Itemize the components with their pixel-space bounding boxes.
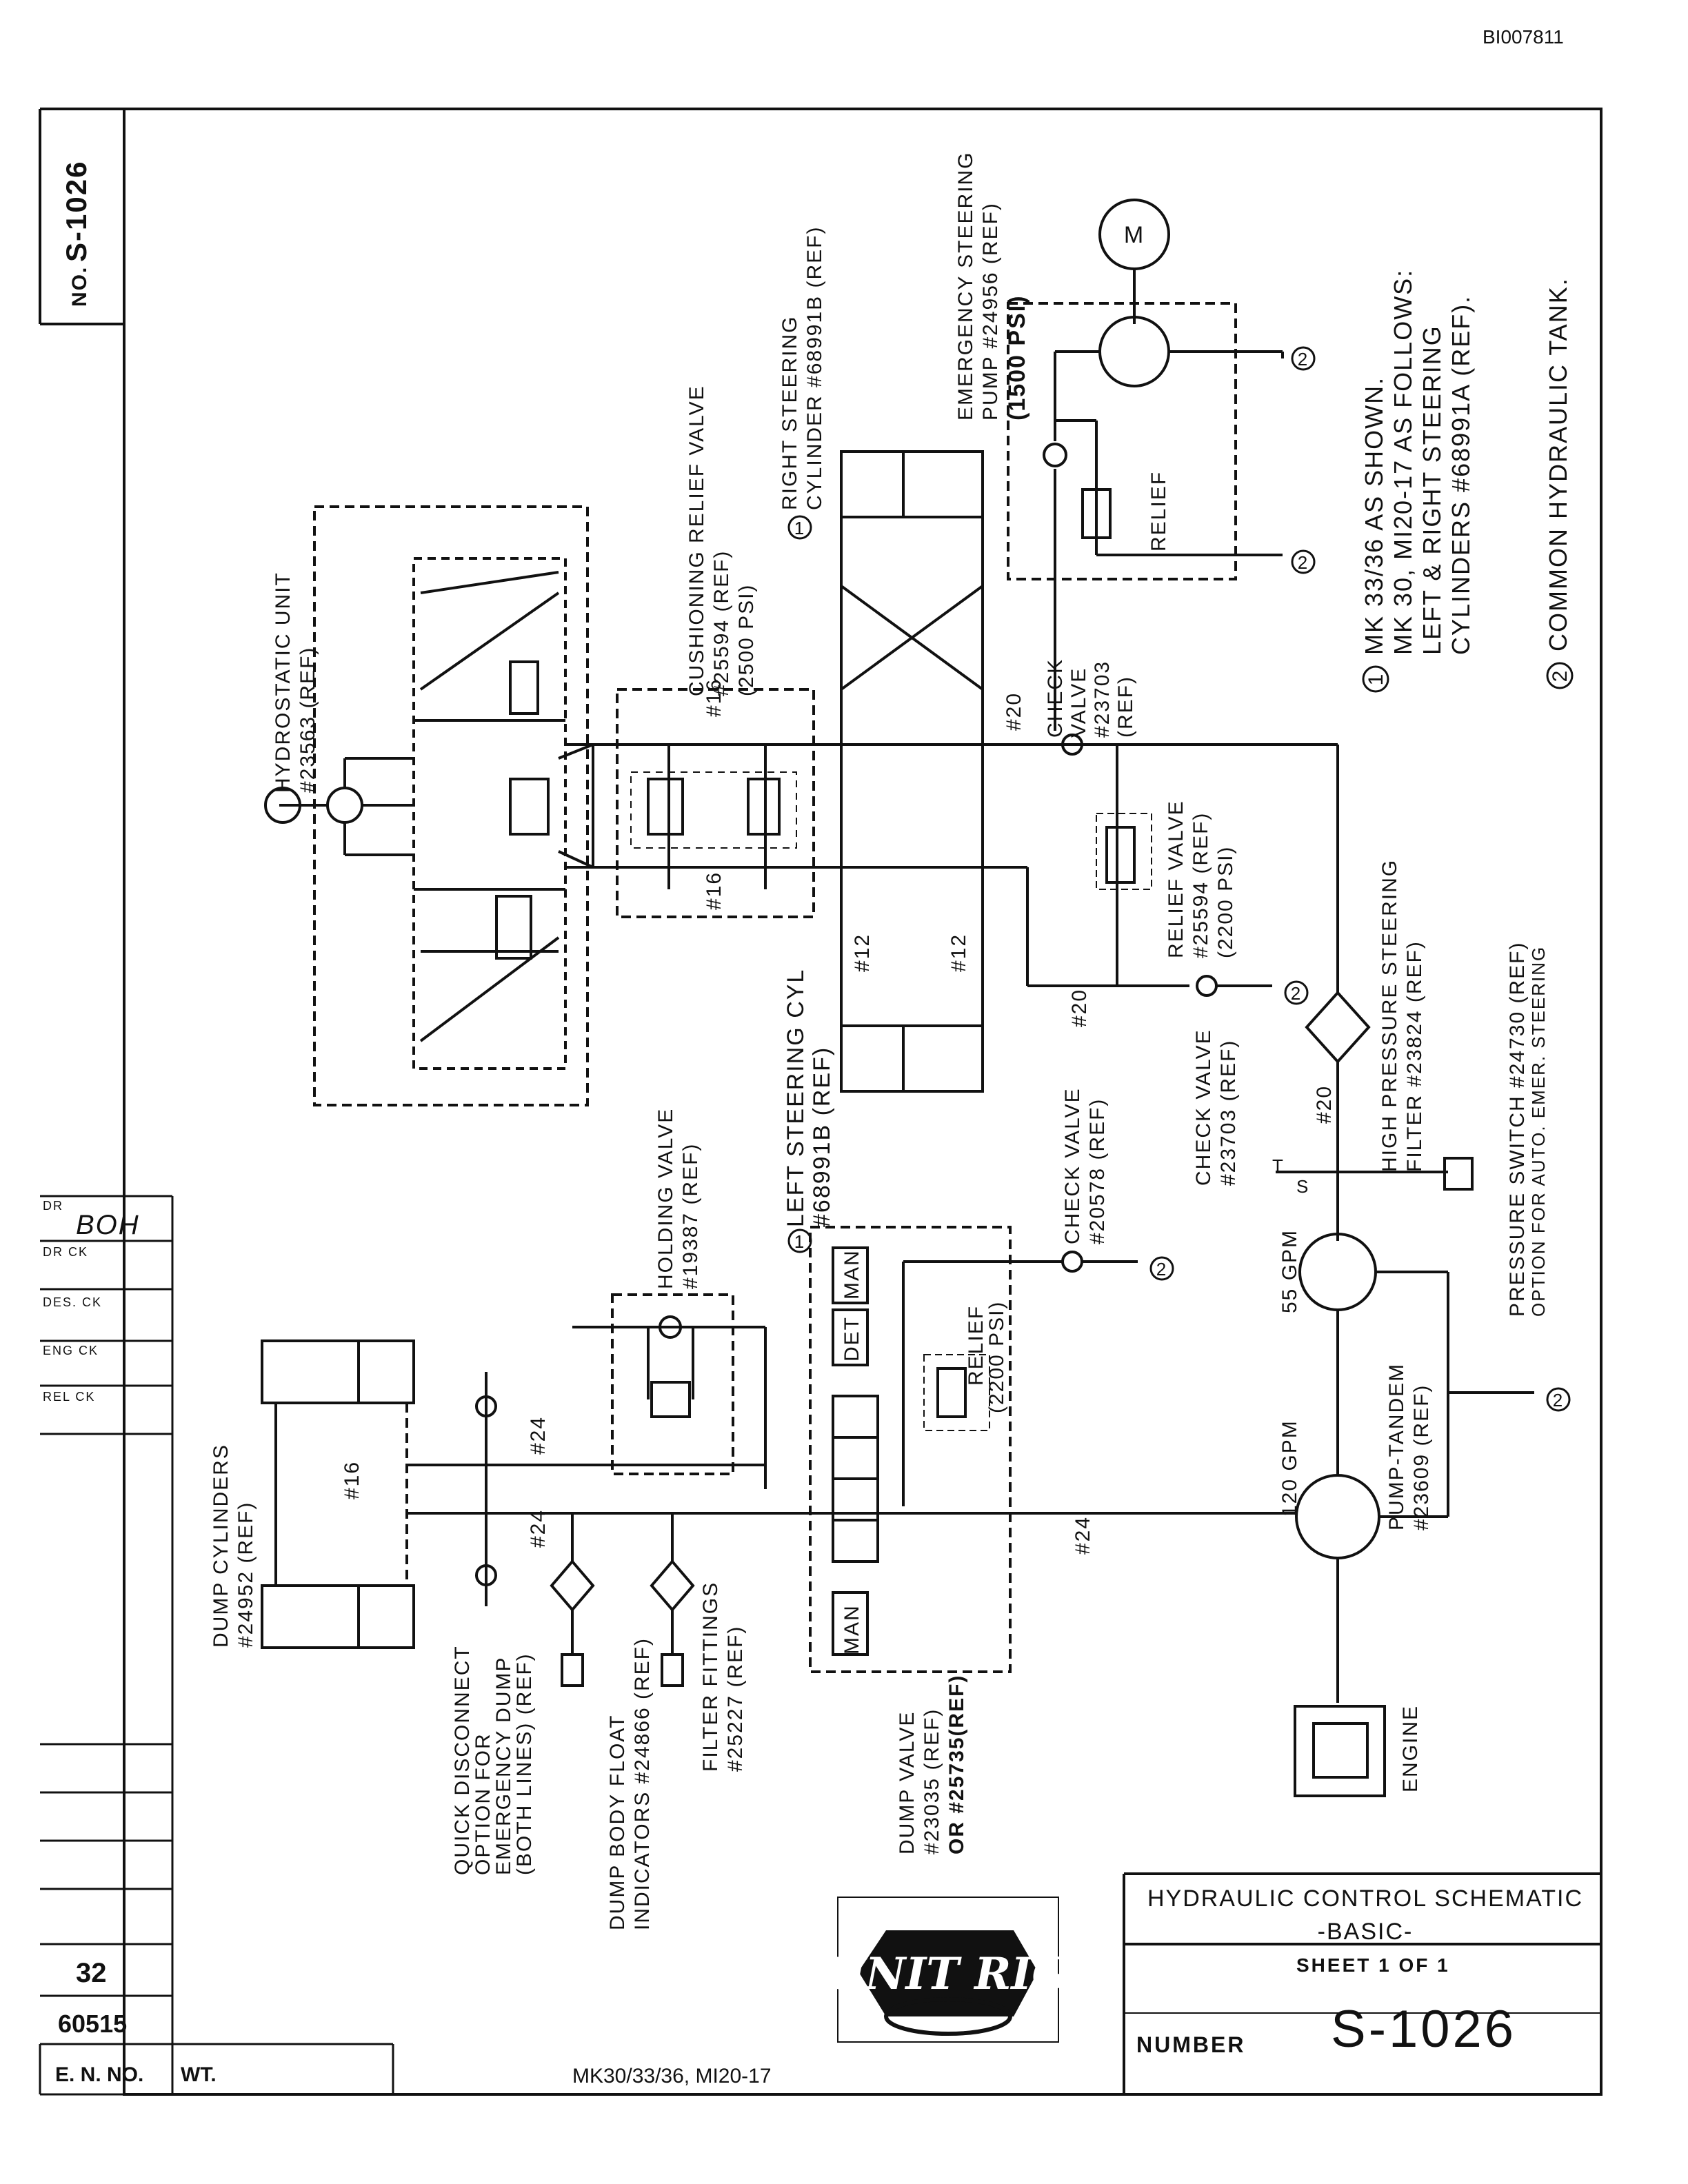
filter-fittings-label: FILTER FITTINGS#25227 (REF): [699, 1581, 747, 1772]
line-size: #16: [703, 678, 725, 717]
revision-strip: [39, 1195, 394, 2096]
eng-ck-label: ENG CK: [43, 1344, 99, 1357]
title-line-2: -BASIC-: [1317, 1919, 1414, 1945]
note-2-number: 2: [1549, 669, 1571, 682]
gpm120-label: 120 GPM: [1278, 1419, 1301, 1517]
holding-valve-label: HOLDING VALVE#19387 (REF): [654, 1108, 702, 1289]
check-valve-top-label: CHECKVALVE#23703(REF): [1044, 658, 1137, 738]
note-1-number: 1: [1365, 673, 1387, 686]
tank-marker: 2: [1291, 983, 1302, 1004]
title-block-frame: [1123, 1872, 1601, 2094]
relief-valve-label: RELIEF VALVE#25594 (REF)(2200 PSI): [1165, 800, 1237, 958]
title-block-title: HYDRAULIC CONTROL SCHEMATIC -BASIC-: [1131, 1882, 1600, 1948]
hydraulic-lines: [261, 199, 1534, 1797]
line-size: #20: [1313, 1085, 1336, 1124]
en-no-label: E. N. NO.: [55, 2063, 144, 2086]
number-label: NUMBER: [1136, 2032, 1246, 2057]
line-size: #20: [1003, 692, 1025, 731]
dr-ck-label: DR CK: [43, 1245, 88, 1259]
tee-s-label: S: [1296, 1176, 1309, 1197]
des-ck-label: DES. CK: [43, 1295, 102, 1309]
tank-marker: 2: [1298, 552, 1309, 573]
line-size: #16: [341, 1461, 363, 1499]
line-size: #20: [1068, 989, 1091, 1027]
document-id: BI007811: [1483, 26, 1564, 48]
rel-ck-label: REL CK: [43, 1390, 95, 1404]
dump-cylinders-label: DUMP CYLINDERS#24952 (REF): [210, 1444, 257, 1648]
check-valve-mid-label: CHECK VALVE#23703 (REF): [1192, 1029, 1240, 1186]
motor-symbol: M: [1124, 222, 1145, 248]
dr-label: DR: [43, 1199, 63, 1213]
relief-symbol-label: RELIEF: [1147, 471, 1170, 552]
revision-code: 60515: [58, 2010, 128, 2038]
wt-label: WT.: [181, 2063, 217, 2086]
logo-frame: [837, 1897, 1059, 2043]
line-size: #24: [1072, 1516, 1094, 1555]
pump-tandem-label: PUMP-TANDEM#23609 (REF): [1385, 1363, 1433, 1530]
logo-text: UNIT RIG: [827, 1948, 1069, 2000]
det-label: DET: [841, 1316, 863, 1362]
tank-markers: 2 2 2 2 2 1 1: [787, 346, 1571, 1412]
engine-label: ENGINE: [1399, 1705, 1422, 1792]
line-size: #12: [947, 933, 970, 972]
line-size: #24: [527, 1509, 550, 1548]
left-steering-cyl-label: LEFT STEERING CYL#68991B (REF): [783, 969, 835, 1227]
tank-marker: 2: [1553, 1390, 1564, 1410]
dr-signature: BOH: [76, 1210, 140, 1240]
man-label-2: MAN: [841, 1604, 863, 1655]
tank-marker: 2: [1156, 1259, 1167, 1280]
tee-t-label: T: [1272, 1155, 1285, 1176]
pressure-switch-label: PRESSURE SWITCH #24730 (REF)OPTION FOR A…: [1506, 942, 1549, 1317]
note-1: 1 MK 33/36 AS SHOWN.MK 30, MI20-17 AS FO…: [1360, 269, 1475, 693]
cushioning-valve-label: CUSHIONING RELIEF VALVE#25594 (REF)(2500…: [685, 385, 758, 696]
line-size: #24: [527, 1416, 550, 1455]
man-label: MAN: [841, 1249, 863, 1300]
title-line-1: HYDRAULIC CONTROL SCHEMATIC: [1147, 1885, 1584, 1912]
drawing-border: [123, 108, 1602, 2096]
sheet-no-value: S-1026: [60, 161, 92, 262]
cylinder-marker: 1: [794, 518, 805, 538]
unit-rig-logo: UNIT RIG: [827, 1930, 1069, 2036]
tank-marker: 2: [1298, 349, 1309, 370]
gpm55-label: 55 GPM: [1278, 1229, 1301, 1313]
relief-dump-label: RELIEF: [965, 1305, 987, 1386]
line-size: #12: [851, 933, 874, 972]
signoff-block: DR BOH DR CK DES. CK ENG CK REL CK: [43, 1199, 140, 1404]
dump-valve-label: DUMP VALVE#23035 (REF)OR #25735(REF): [896, 1675, 968, 1854]
note-1-text: MK 33/36 AS SHOWN.MK 30, MI20-17 AS FOLL…: [1360, 269, 1475, 655]
hydrostatic-unit-label: HYDROSTATIC UNIT#23563 (REF): [272, 572, 319, 793]
revision-number: 32: [76, 1958, 107, 1988]
cylinder-marker: 1: [794, 1231, 805, 1252]
sheet-count: SHEET 1 OF 1: [1296, 1954, 1450, 1976]
drawing-number: S-1026: [1331, 2000, 1517, 2059]
note-2-text: COMMON HYDRAULIC TANK.: [1544, 277, 1572, 651]
check-valve-dump-label: CHECK VALVE#20578 (REF): [1061, 1087, 1109, 1244]
note-2: 2 COMMON HYDRAULIC TANK.: [1544, 277, 1574, 689]
relief-dump-psi: (2200 PSI): [985, 1301, 1008, 1413]
line-size: #16: [703, 871, 725, 910]
quick-disconnect-label: QUICK DISCONNECTOPTION FOREMERGENCY DUMP…: [451, 1645, 536, 1875]
model-label: MK30/33/36, MI20-17: [572, 2065, 772, 2087]
sheet-no-label: NO.: [68, 266, 91, 307]
